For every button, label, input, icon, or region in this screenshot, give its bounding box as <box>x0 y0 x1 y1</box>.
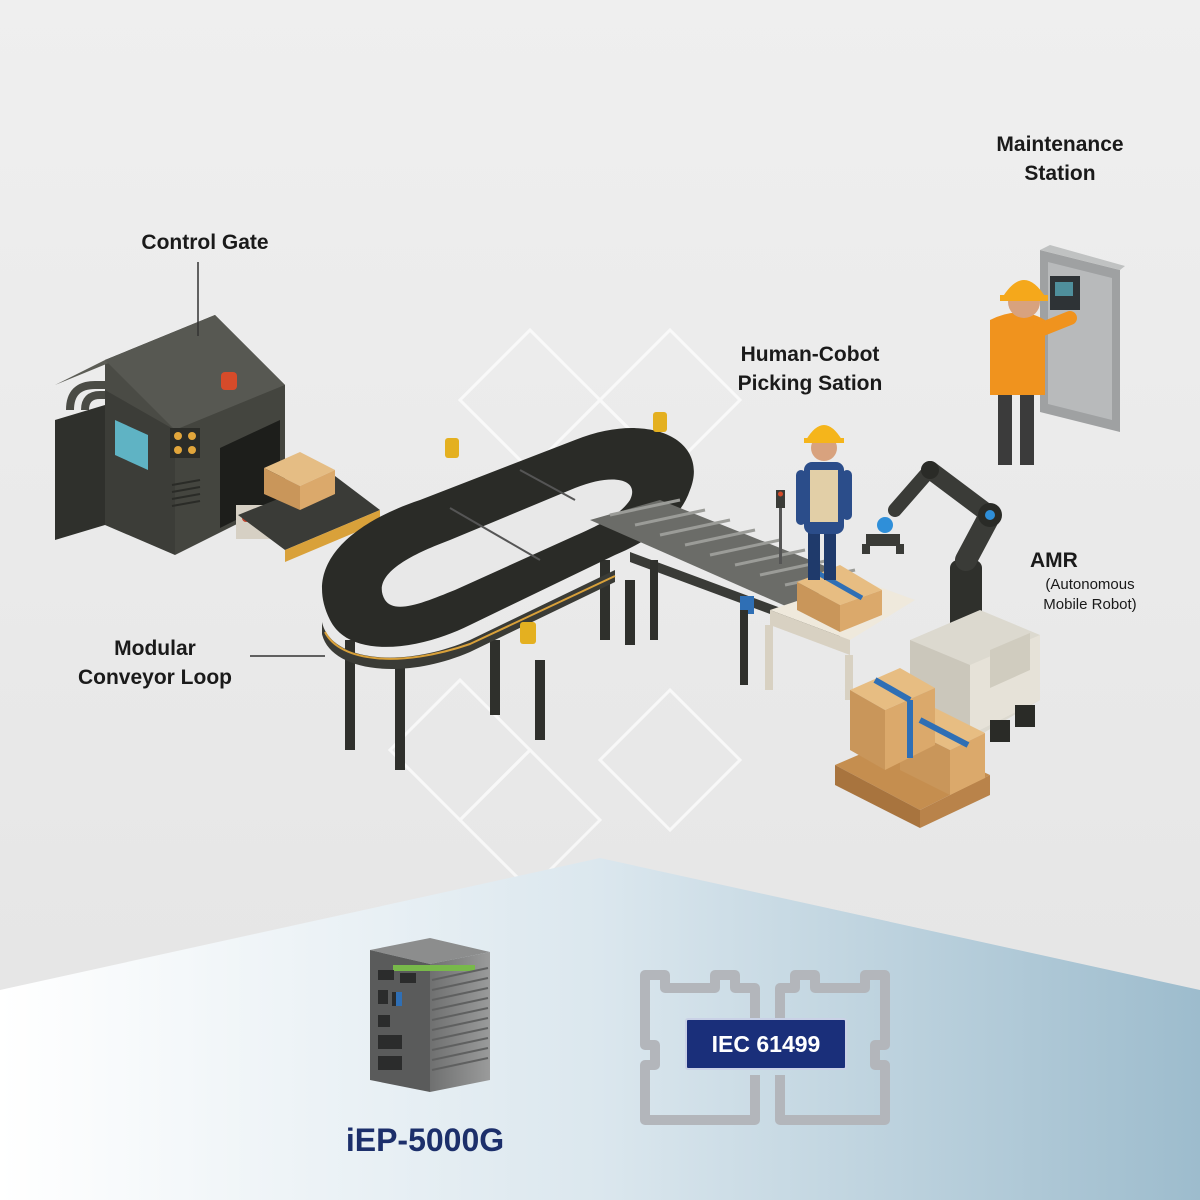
picking-worker <box>796 425 852 580</box>
pallet-boxes <box>835 668 990 828</box>
maintenance-worker <box>990 280 1077 465</box>
modular-conveyor-label-line2: Conveyor Loop <box>77 666 232 689</box>
amr-robot <box>910 610 1040 742</box>
human-cobot-label: Human-Cobot Picking Sation <box>700 340 920 398</box>
bottom-panel <box>0 858 1200 1200</box>
control-gate <box>55 262 285 555</box>
product-name-label: iEP-5000G <box>345 1122 505 1158</box>
amr-label-sub1: (Autonomous <box>1045 576 1135 593</box>
amr-label: AMR (Autonomous Mobile Robot) <box>1030 546 1180 615</box>
human-cobot-label-line2: Picking Sation <box>737 372 883 395</box>
modular-conveyor-label-line1: Modular <box>114 637 196 660</box>
iec-61499-badge: IEC 61499 <box>685 1018 847 1070</box>
modular-conveyor-label: Modular Conveyor Loop <box>70 634 240 692</box>
amr-label-title: AMR <box>1030 549 1078 572</box>
maintenance-label-line2: Station <box>1024 162 1096 185</box>
maintenance-station <box>1040 245 1125 432</box>
maintenance-station-label: Maintenance Station <box>970 130 1150 188</box>
control-gate-screen <box>115 420 148 470</box>
yellow-sensor-icon <box>445 412 667 644</box>
orange-hardhat-icon <box>1002 280 1046 298</box>
modular-conveyor-loop <box>322 412 694 770</box>
iec-61499-chip-icon <box>640 970 890 1125</box>
human-cobot-label-line1: Human-Cobot <box>740 343 880 366</box>
yellow-hardhat-icon <box>806 425 842 440</box>
iep-5000g-device-image <box>370 938 490 1092</box>
amr-label-sub2: Mobile Robot) <box>1043 596 1137 613</box>
red-beacon-icon <box>221 372 237 390</box>
gate-conveyor <box>238 452 380 562</box>
control-gate-label: Control Gate <box>105 228 305 257</box>
stack-light-icon <box>776 490 785 564</box>
maintenance-label-line1: Maintenance <box>996 133 1124 156</box>
control-gate-label-text: Control Gate <box>141 231 269 254</box>
